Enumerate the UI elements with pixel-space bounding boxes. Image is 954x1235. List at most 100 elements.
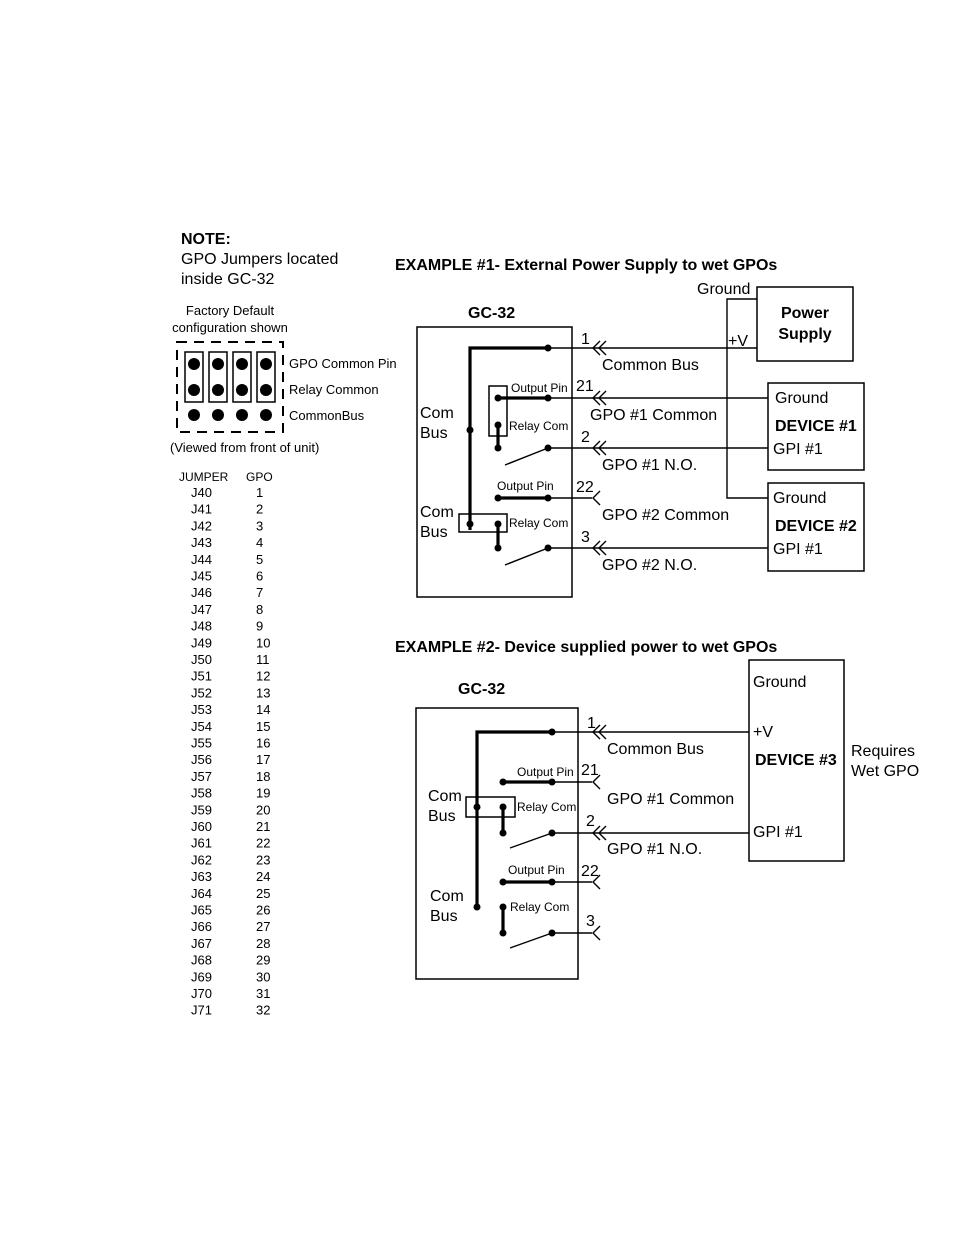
jumper-id: J43 [191, 535, 212, 550]
device-2-name: DEVICE #2 [775, 518, 857, 535]
gpo-number: 8 [256, 602, 263, 617]
ground-label: Ground [697, 281, 750, 298]
gpo-number: 11 [256, 652, 270, 667]
gpo-number: 19 [256, 786, 270, 801]
gpo-number: 32 [256, 1003, 270, 1018]
jumper-id: J44 [191, 552, 212, 567]
gpo-number: 5 [256, 552, 263, 567]
jumper-pin [260, 384, 272, 396]
signal-gpo1-common-2: GPO #1 Common [607, 791, 734, 808]
gpo-number: 20 [256, 802, 270, 817]
device-2-ground: Ground [773, 490, 826, 507]
jumper-id: J50 [191, 652, 212, 667]
com-bus-label-3a: Com [428, 788, 462, 805]
jumper-id: J54 [191, 719, 212, 734]
gpo-column-header: GPO [246, 470, 273, 484]
jumper-id: J42 [191, 518, 212, 533]
output-pin-label-1: Output Pin [511, 381, 568, 395]
jumper-id: J61 [191, 836, 212, 851]
jumper-id: J47 [191, 602, 212, 617]
com-bus-label-1b: Bus [420, 425, 448, 442]
jumper-id: J66 [191, 919, 212, 934]
pin-22b: 22 [581, 863, 599, 880]
com-bus-label-3b: Bus [428, 808, 456, 825]
output-pin-label-3: Output Pin [517, 765, 574, 779]
gpo-number: 6 [256, 569, 263, 584]
note-line-1: GPO Jumpers located [181, 251, 338, 268]
signal-gpo2-common: GPO #2 Common [602, 507, 729, 524]
relay-com-label-3: Relay Com [517, 800, 576, 814]
jumper-id: J58 [191, 786, 212, 801]
gpo-number: 17 [256, 752, 270, 767]
device-1-box [767, 382, 865, 471]
gpo-number: 10 [256, 635, 270, 650]
jumper-pin [188, 409, 200, 421]
pin-2: 2 [581, 429, 590, 446]
example-2-title: EXAMPLE #2- Device supplied power to wet… [395, 639, 777, 656]
jumper-id: J71 [191, 1003, 212, 1018]
power-supply-label-1: Power [781, 305, 829, 322]
jumper-id: J52 [191, 685, 212, 700]
com-bus-label-2b: Bus [420, 524, 448, 541]
ground-wire [726, 298, 768, 499]
com-bus-label-1a: Com [420, 405, 454, 422]
jumper-shunt [232, 351, 252, 403]
gpo-number: 24 [256, 869, 270, 884]
jumper-id: J41 [191, 502, 212, 517]
output-pin-label-2: Output Pin [497, 479, 554, 493]
relay-com-label-2: Relay Com [509, 516, 568, 530]
gpo-number: 13 [256, 685, 270, 700]
pin-3b: 3 [586, 913, 595, 930]
jumper-id: J64 [191, 886, 212, 901]
gpo-number: 4 [256, 535, 263, 550]
signal-gpo2-no: GPO #2 N.O. [602, 557, 697, 574]
power-supply-label-2: Supply [778, 326, 831, 343]
gpo-number: 12 [256, 669, 270, 684]
jumper-id: J69 [191, 969, 212, 984]
gpo-number: 14 [256, 702, 270, 717]
plus-v-label: +V [728, 333, 748, 350]
gpo-number: 18 [256, 769, 270, 784]
jumper-block [184, 351, 276, 421]
gc32-box-2 [415, 707, 579, 980]
gpo-number: 22 [256, 836, 270, 851]
gpo-number: 7 [256, 585, 263, 600]
gpo-number: 25 [256, 886, 270, 901]
note-title: NOTE: [181, 231, 231, 248]
jumper-pin [212, 409, 224, 421]
gpo-number: 2 [256, 502, 263, 517]
common-bus-wire [468, 346, 548, 530]
requires-label-2: Wet GPO [851, 763, 919, 780]
relay-com-label-1: Relay Com [509, 419, 568, 433]
gpo-number: 29 [256, 953, 270, 968]
factory-default-label-2: configuration shown [172, 320, 288, 335]
device-1-gpi: GPI #1 [773, 441, 823, 458]
jumper-pin [188, 358, 200, 370]
signal-common-bus: Common Bus [602, 357, 699, 374]
gc32-box [416, 326, 573, 598]
gpo-common-pin-label: GPO Common Pin [289, 356, 397, 371]
gc32-label: GC-32 [468, 305, 515, 322]
jumper-pin [260, 358, 272, 370]
common-bus-label: CommonBus [289, 408, 365, 423]
signal-gpo1-no-2: GPO #1 N.O. [607, 841, 702, 858]
pin-1b: 1 [587, 715, 596, 732]
gpo-number: 30 [256, 969, 270, 984]
relay-2-switch [504, 547, 549, 566]
gpo-number: 21 [256, 819, 270, 834]
jumper-note: NOTE: GPO Jumpers located inside GC-32 F… [170, 231, 397, 455]
device-3-ground: Ground [753, 674, 806, 691]
jumper-pin [212, 358, 224, 370]
device-2-gpi: GPI #1 [773, 541, 823, 558]
example-1: EXAMPLE #1- External Power Supply to wet… [395, 257, 865, 598]
device-1-name: DEVICE #1 [775, 418, 857, 435]
jumper-id: J68 [191, 953, 212, 968]
jumper-shunt [256, 351, 276, 403]
jumper-id: J65 [191, 903, 212, 918]
device-3-gpi: GPI #1 [753, 824, 803, 841]
signal-gpo1-common: GPO #1 Common [590, 407, 717, 424]
relay-com-label-4: Relay Com [510, 900, 569, 914]
jumper-pin [188, 384, 200, 396]
gpo-number: 28 [256, 936, 270, 951]
